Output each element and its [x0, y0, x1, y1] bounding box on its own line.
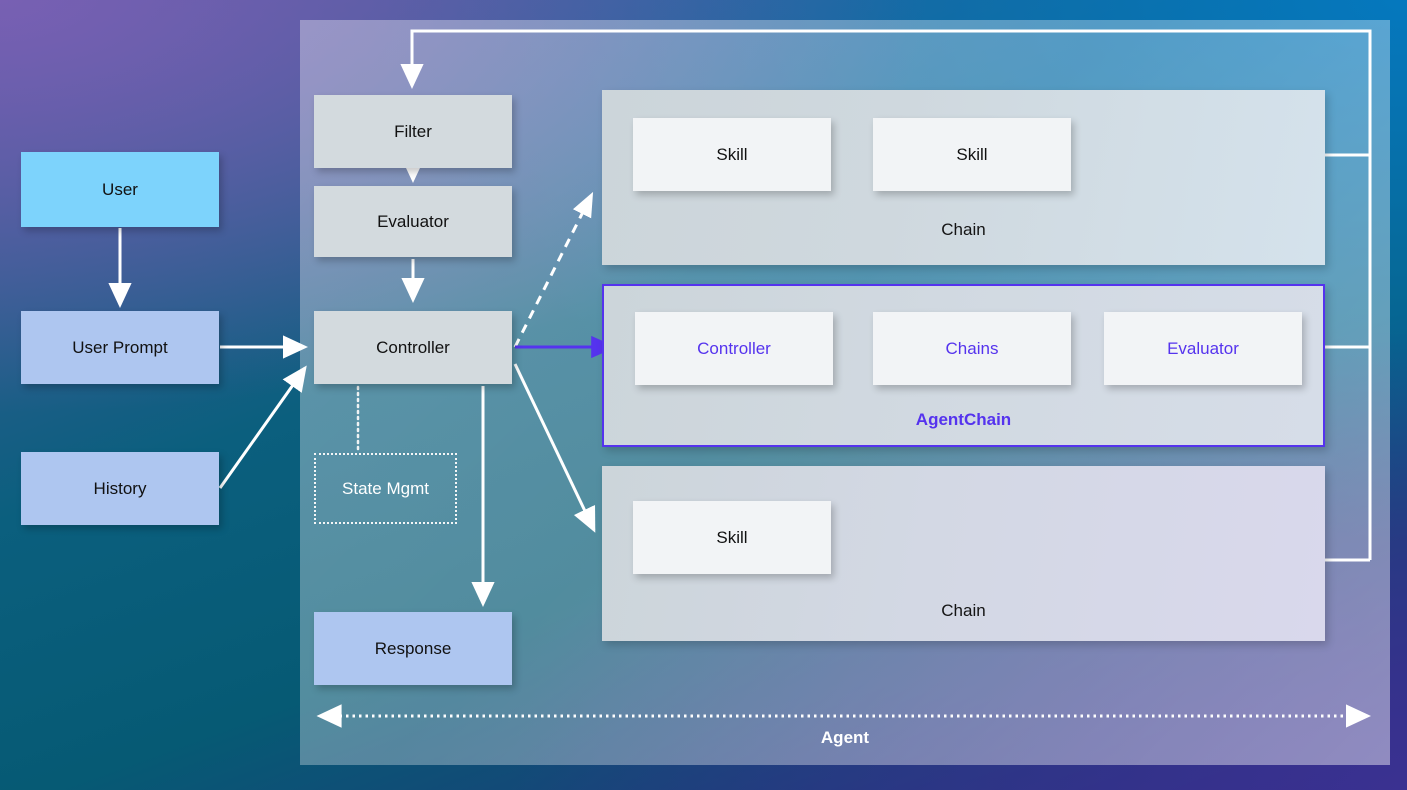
node-agentchain-chains[interactable]: Chains: [873, 312, 1071, 385]
node-state-mgmt[interactable]: State Mgmt: [314, 453, 457, 524]
node-skill-1[interactable]: Skill: [633, 118, 831, 191]
node-evaluator-label: Evaluator: [377, 211, 449, 231]
node-agentchain-controller-label: Controller: [697, 338, 771, 358]
node-skill-2[interactable]: Skill: [873, 118, 1071, 191]
node-user-label: User: [102, 179, 138, 199]
chain-bottom[interactable]: Skill Chain: [602, 466, 1325, 641]
node-skill-2-label: Skill: [956, 144, 988, 164]
node-response[interactable]: Response: [314, 612, 512, 685]
node-filter-label: Filter: [394, 121, 432, 141]
node-agentchain-chains-label: Chains: [945, 338, 999, 358]
node-controller[interactable]: Controller: [314, 311, 512, 384]
node-agentchain-evaluator-label: Evaluator: [1167, 338, 1239, 358]
chain-bottom-caption: Chain: [941, 601, 986, 620]
node-user[interactable]: User: [21, 152, 219, 227]
node-history-label: History: [93, 478, 147, 498]
node-agentchain-controller[interactable]: Controller: [635, 312, 833, 385]
node-skill-3-label: Skill: [716, 527, 748, 547]
node-skill-1-label: Skill: [716, 144, 748, 164]
node-evaluator[interactable]: Evaluator: [314, 186, 512, 257]
node-skill-3[interactable]: Skill: [633, 501, 831, 574]
agentchain-caption: AgentChain: [915, 410, 1012, 429]
node-user-prompt[interactable]: User Prompt: [21, 311, 219, 384]
node-state-mgmt-label: State Mgmt: [342, 478, 429, 498]
node-history[interactable]: History: [21, 452, 219, 525]
agent-label: Agent: [820, 728, 870, 747]
chain-top[interactable]: Skill Skill Chain: [602, 90, 1325, 265]
node-response-label: Response: [374, 638, 452, 658]
edge-history-to-controller: [218, 365, 307, 489]
node-user-prompt-label: User Prompt: [72, 337, 168, 357]
agentchain-box[interactable]: Controller Chains Evaluator AgentChain: [602, 284, 1325, 447]
node-filter[interactable]: Filter: [314, 95, 512, 168]
node-agentchain-evaluator[interactable]: Evaluator: [1104, 312, 1302, 385]
chain-top-caption: Chain: [941, 220, 986, 239]
node-controller-label: Controller: [376, 337, 450, 357]
